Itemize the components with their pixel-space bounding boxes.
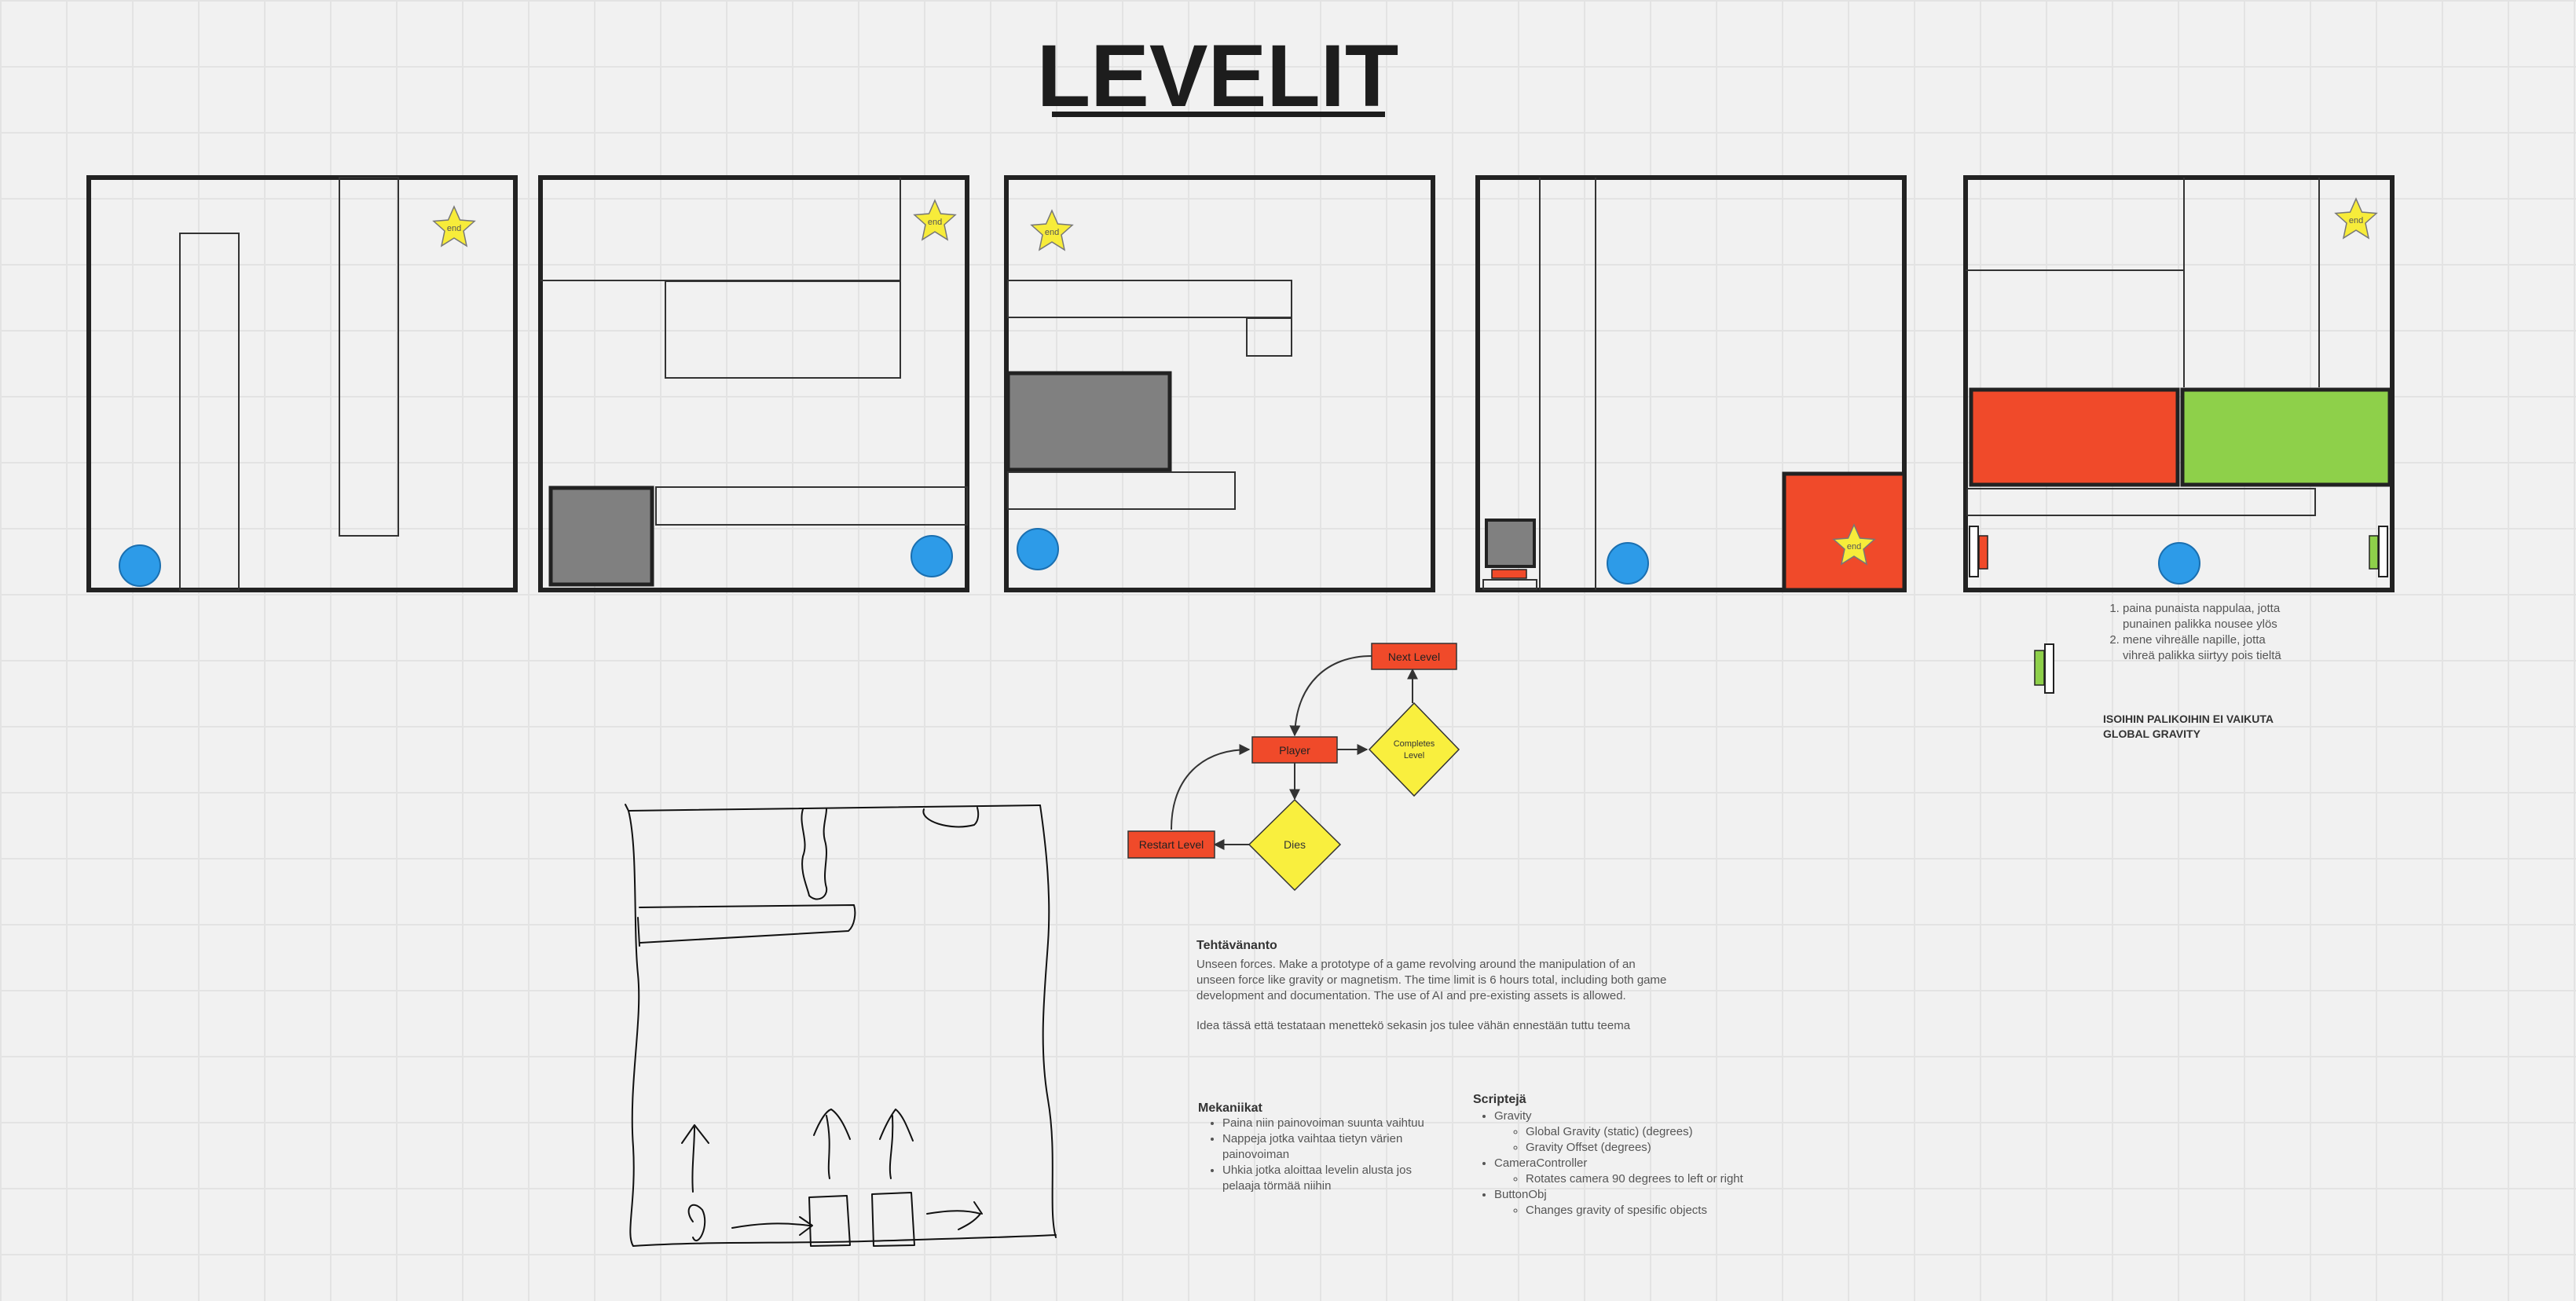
script-item: CameraController Rotates camera 90 degre… [1494,1156,1793,1187]
level-3-wall [1007,471,1236,510]
end-label: end [928,218,942,227]
player-ball [119,544,161,587]
level-4[interactable]: end [1475,175,1907,592]
node-restart-level [1127,830,1215,859]
level-5-frame [1963,175,2395,592]
script-subitem: Changes gravity of spesific objects [1526,1203,1793,1219]
flow-arrow-next-player [1289,655,1372,737]
level-5-ledge [2378,526,2388,577]
mechanics-item: Paina niin painovoiman suunta vaihtuu [1222,1116,1450,1131]
mechanics-item: Nappeja jotka vaihtaa tietyn värien pain… [1222,1131,1450,1163]
level-5[interactable]: end [1963,175,2395,592]
green-button-legend-icon [2034,643,2054,694]
level-5-wall [1966,488,2316,516]
node-dies-label: Dies [1284,838,1306,851]
task-title: Tehtävänanto [1196,939,1277,952]
script-sublist: Changes gravity of spesific objects [1494,1203,1793,1219]
node-next-level [1371,643,1457,670]
level-5-ledge [1969,526,1979,577]
level-3-wall [1007,280,1292,318]
script-subitem: Global Gravity (static) (degrees) [1526,1124,1793,1140]
scripts-list: Gravity Global Gravity (static) (degrees… [1477,1109,1793,1219]
gray-block [548,486,654,587]
mechanics-list: Paina niin painovoiman suunta vaihtuu Na… [1200,1116,1450,1194]
end-label: end [2349,216,2363,225]
script-name: ButtonObj [1494,1188,1547,1201]
level-4-frame [1475,175,1907,592]
end-label: end [1847,542,1861,552]
player-ball [1607,542,1649,585]
level-2-frame [538,175,969,592]
level-3-wall [1246,317,1292,357]
node-player [1251,736,1338,764]
end-star-icon: end [2334,197,2378,240]
script-item: ButtonObj Changes gravity of spesific ob… [1494,1187,1793,1219]
game-flow-diagram: Next Level Player Completes Level Dies R… [1127,643,1460,892]
hand-drawn-sketch [625,804,1057,1247]
node-dies [1248,798,1342,892]
level-1-wall [339,177,399,537]
mechanics-item: Uhkia jotka aloittaa levelin alusta jos … [1222,1163,1450,1194]
node-next-level-label: Next Level [1388,650,1440,663]
node-completes-level-label-2: Level [1404,751,1424,760]
task-body: Unseen forces. Make a prototype of a gam… [1196,958,1667,1002]
mechanics-title: Mekaniikat [1198,1101,1262,1115]
red-hazard-block [1782,471,1907,592]
level-5-note-item: mene vihreälle napille, jotta vihreä pal… [2123,632,2296,664]
end-label: end [1045,228,1059,237]
level-5-warning: ISOIHIN PALIKOIHIN EI VAIKUTA GLOBAL GRA… [2103,713,2274,740]
level-1-wall [179,233,240,591]
red-button [1491,569,1527,579]
end-label: end [447,224,461,233]
node-completes-level [1368,702,1460,797]
script-sublist: Rotates camera 90 degrees to left or rig… [1494,1171,1793,1187]
level-5-notes: paina punaista nappulaa, jotta punainen … [2099,601,2296,664]
script-name: Gravity [1494,1109,1532,1123]
level-3[interactable]: end [1004,175,1435,592]
gray-block [1006,371,1172,472]
page-title: LEVELIT [1037,27,1398,125]
flow-arrow-restart-player [1171,744,1251,830]
task-idea: Idea tässä että testataan menettekö seka… [1196,1019,1631,1032]
level-2-wall [655,486,968,526]
level-2-wall [665,280,901,379]
level-1[interactable]: end [86,175,518,592]
title-underline [1052,112,1385,117]
end-star-icon: end [432,205,476,247]
script-name: CameraController [1494,1156,1588,1170]
end-star-icon: end [1030,209,1074,251]
script-subitem: Rotates camera 90 degrees to left or rig… [1526,1171,1793,1187]
red-block [1969,387,2180,487]
script-item: Gravity Global Gravity (static) (degrees… [1494,1109,1793,1156]
green-button [2369,535,2379,570]
player-ball [911,535,953,577]
green-block [2180,387,2392,487]
red-button [1978,535,1988,570]
script-sublist: Global Gravity (static) (degrees) Gravit… [1494,1124,1793,1156]
level-4-ledge [1482,579,1537,590]
level-1-frame [86,175,518,592]
level-2[interactable]: end [538,175,969,592]
level-5-note-item: paina punaista nappulaa, jotta punainen … [2123,601,2296,632]
scripts-title: Scriptejä [1473,1093,1526,1106]
node-restart-level-label: Restart Level [1139,838,1204,851]
node-player-label: Player [1279,744,1310,757]
player-ball [1017,528,1059,570]
player-ball [2158,542,2200,585]
node-completes-level-label-1: Completes [1394,739,1435,749]
end-star-icon: end [913,199,957,241]
gray-block [1485,519,1536,568]
level-2-wall [540,178,901,281]
end-star-icon: end [1832,523,1876,566]
script-subitem: Gravity Offset (degrees) [1526,1140,1793,1156]
